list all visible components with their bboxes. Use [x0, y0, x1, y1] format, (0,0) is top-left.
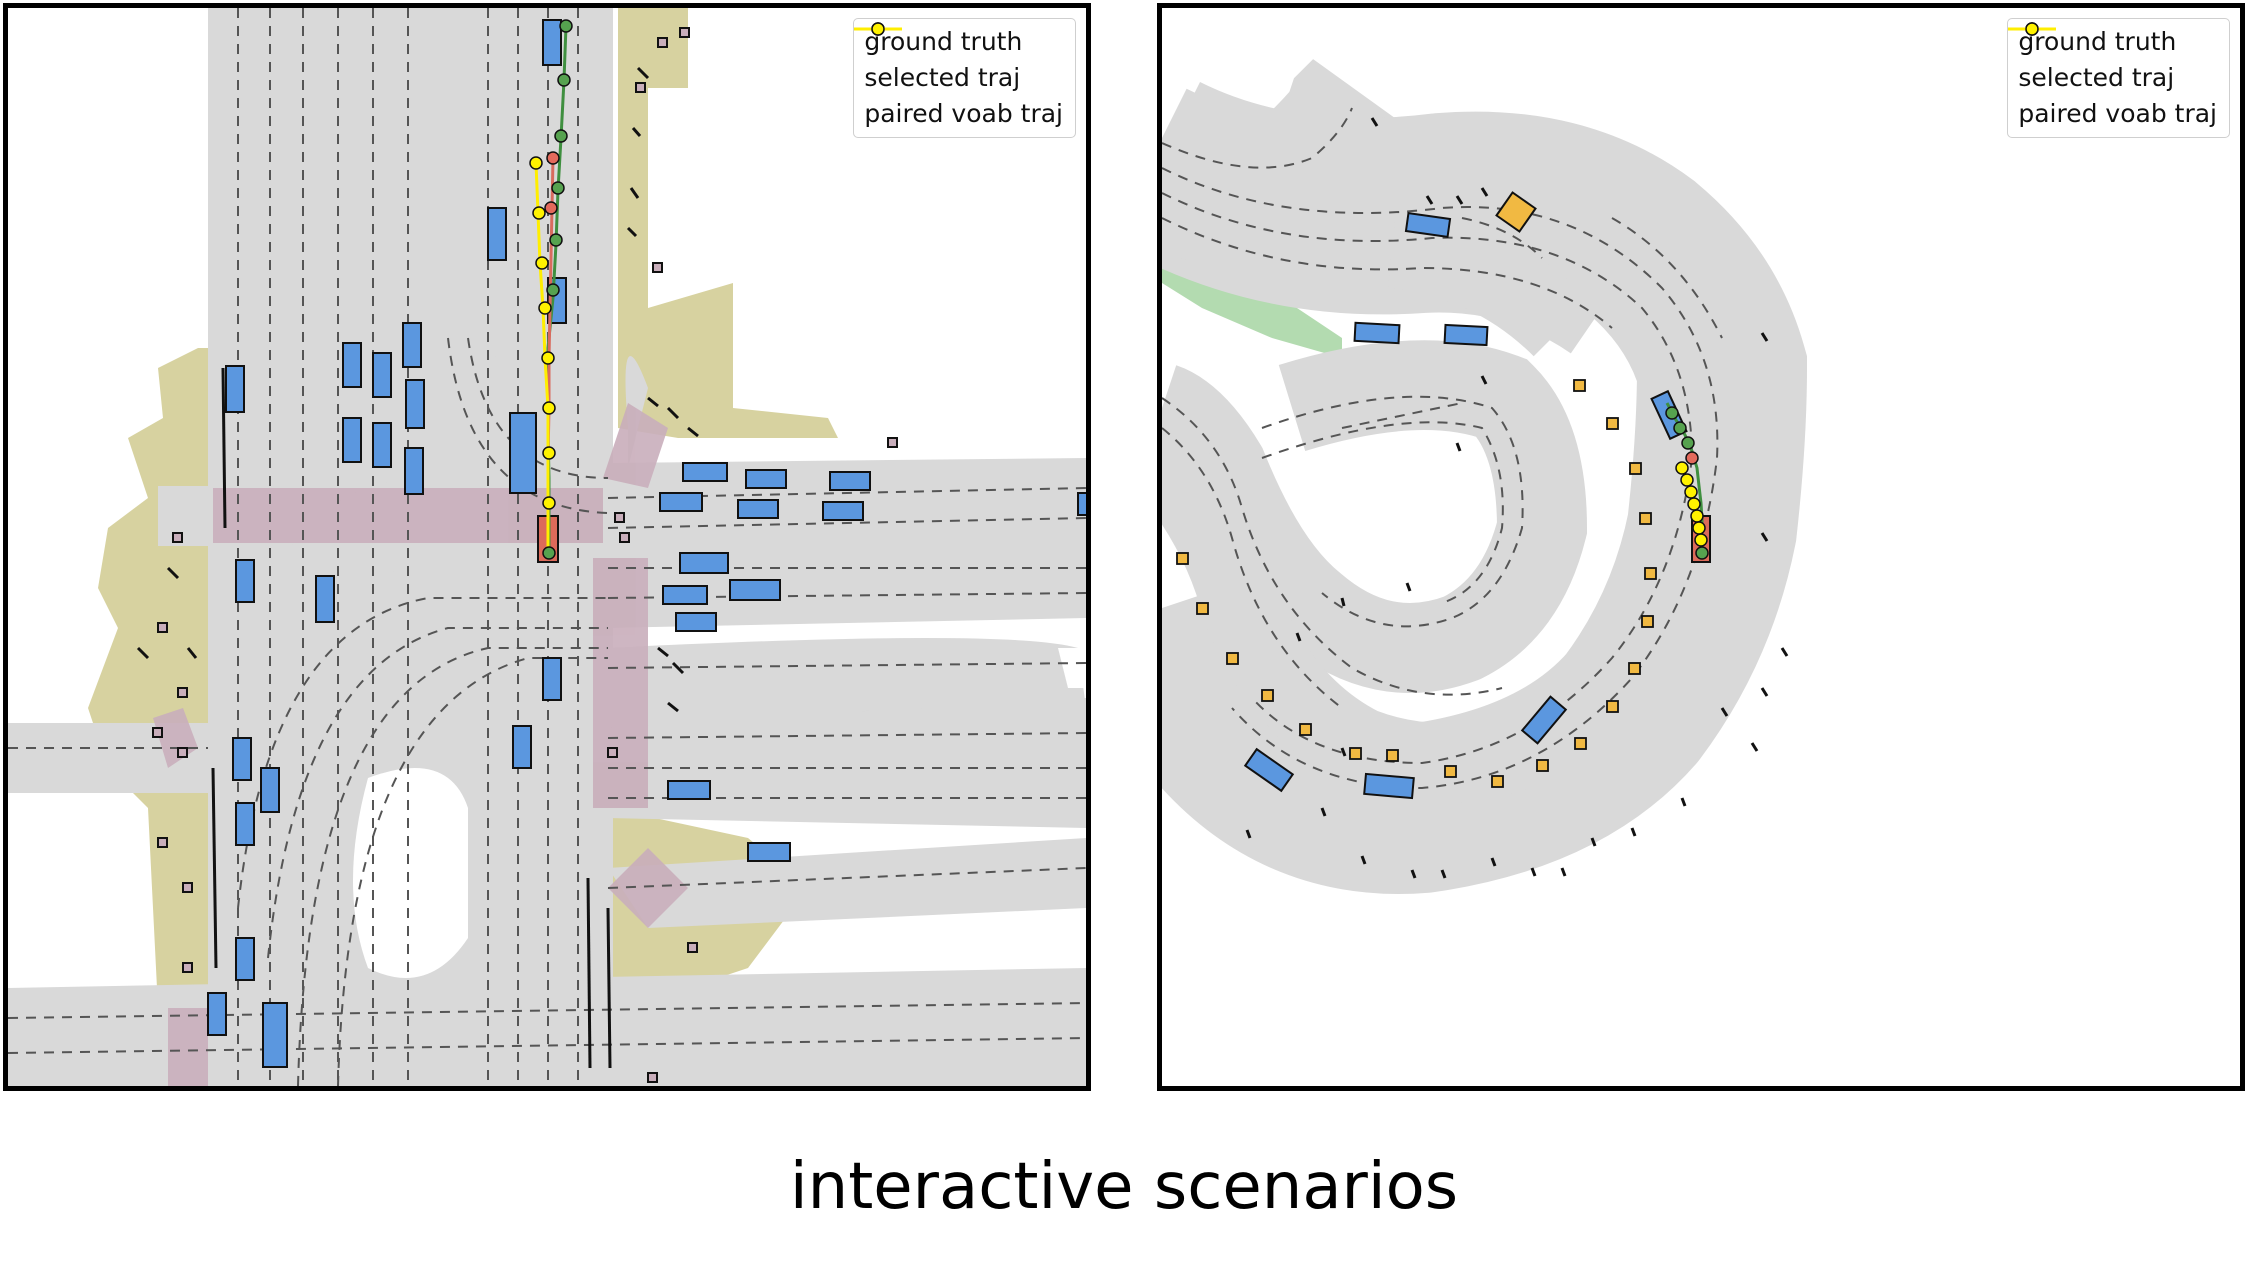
figure-caption: interactive scenarios	[789, 1150, 1459, 1224]
left-scene-map	[8, 8, 1086, 1086]
pedestrian-marks	[136, 66, 699, 1069]
trajectories	[1665, 402, 1709, 560]
ground-truth-markers	[542, 19, 573, 560]
paired-traj-swatch-icon	[854, 22, 903, 36]
legend-item-selected-traj: selected traj	[854, 22, 1063, 95]
right-scene-map	[1162, 59, 1808, 894]
legend-label-ground-truth: ground truth	[864, 26, 1023, 56]
legend-item-paired-traj: paired voab traj	[2008, 22, 2217, 131]
legend-label-selected-traj: selected traj	[2018, 62, 2175, 92]
selected-traj-markers	[544, 151, 560, 215]
paired-traj-markers	[529, 156, 556, 510]
legend-right: ground truth selected traj paired voab t…	[2007, 18, 2230, 138]
legend-label-paired-traj: paired voab traj	[864, 98, 1063, 128]
selected-traj-markers	[1685, 451, 1699, 465]
legend-label-selected-traj: selected traj	[864, 62, 1021, 92]
special-vehicle	[1495, 191, 1537, 233]
pedestrians	[1176, 379, 1657, 788]
paired-traj-markers	[1675, 461, 1708, 547]
left-scene-panel: ground truth selected traj paired voab t…	[3, 3, 1091, 1091]
trajectories	[529, 19, 573, 560]
legend-item-paired-traj: paired voab traj	[854, 22, 1063, 131]
right-scene-panel: ground truth selected traj paired voab t…	[1157, 3, 2245, 1091]
legend-label-paired-traj: paired voab traj	[2018, 98, 2217, 128]
legend-item-selected-traj: selected traj	[2008, 22, 2217, 95]
pedestrians	[152, 27, 898, 1083]
paired-traj-swatch-icon	[2008, 22, 2057, 36]
legend-label-ground-truth: ground truth	[2018, 26, 2177, 56]
road-surface	[1162, 59, 1808, 894]
vehicles	[207, 19, 1086, 1068]
ground-truth-markers	[1665, 406, 1709, 560]
legend-left: ground truth selected traj paired voab t…	[853, 18, 1076, 138]
road-islands	[353, 648, 1086, 978]
pedestrian-marks	[1245, 117, 1789, 879]
